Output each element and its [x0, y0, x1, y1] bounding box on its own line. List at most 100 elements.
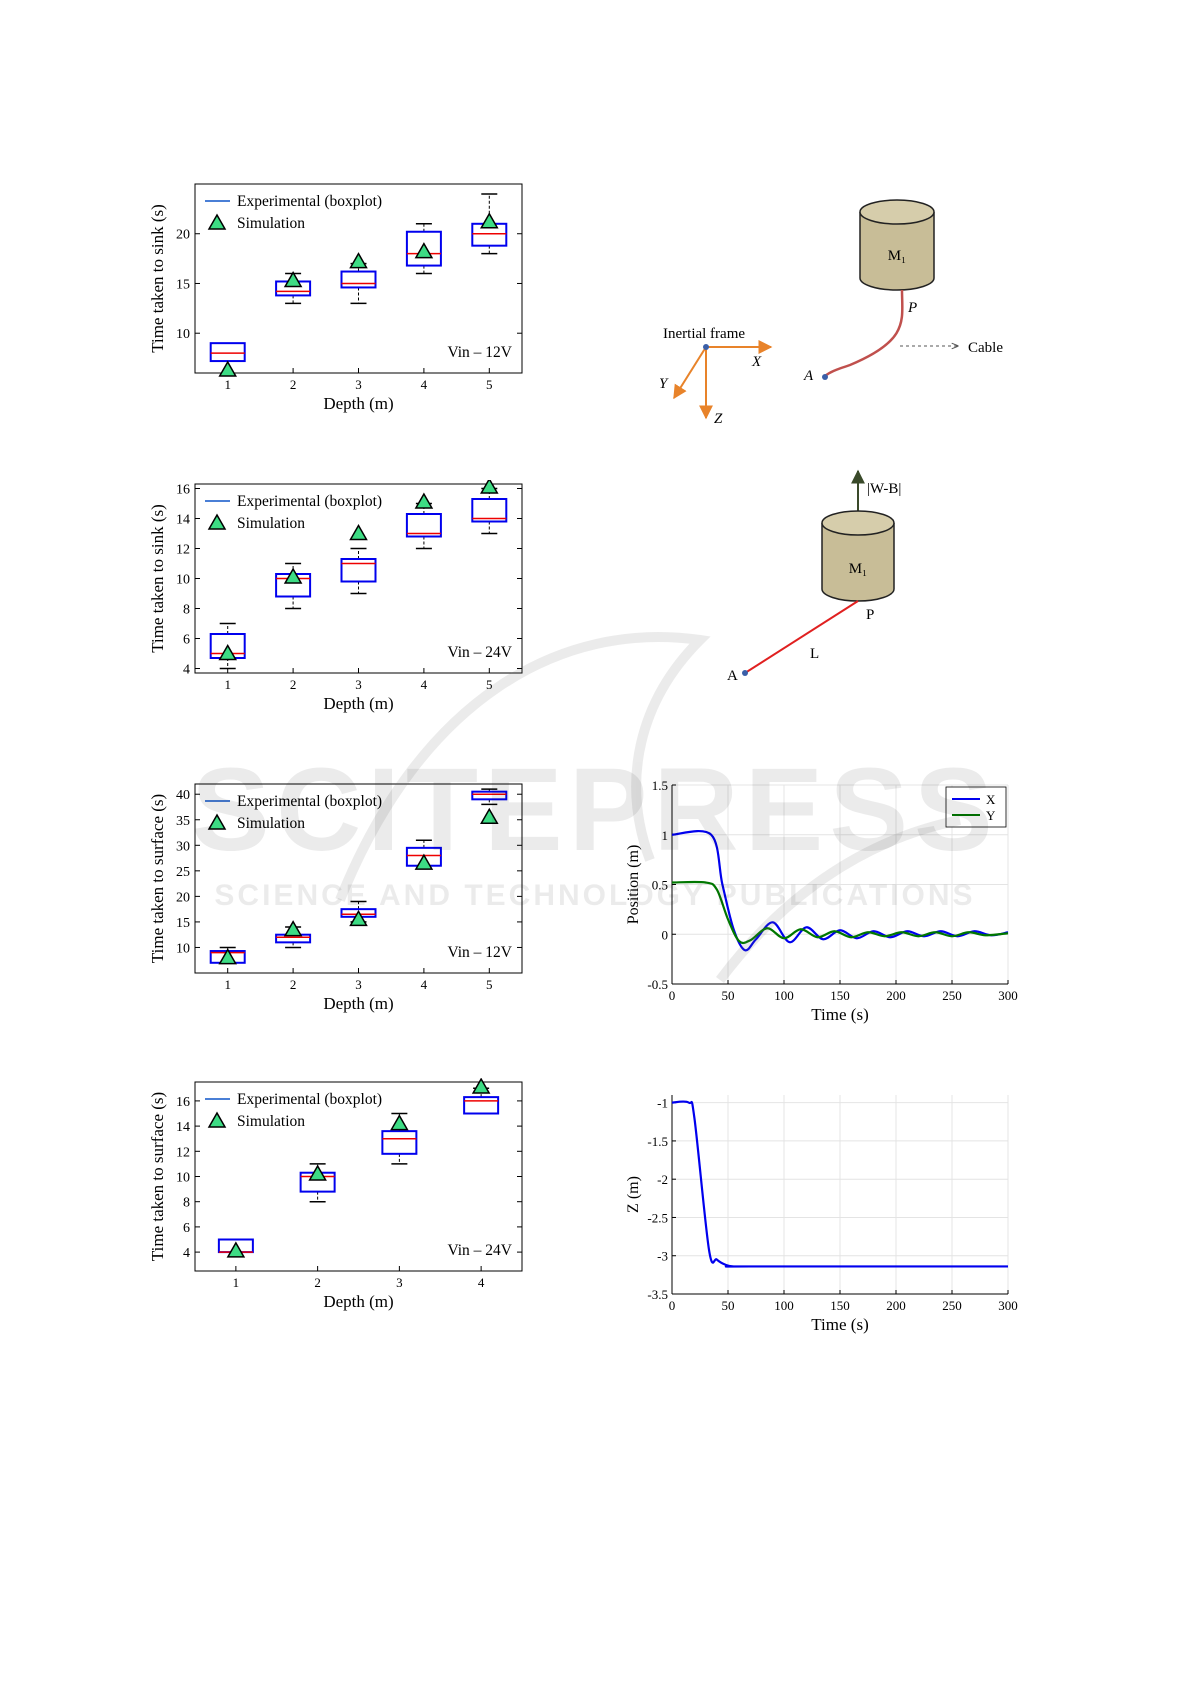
mass-label-1: M₁	[888, 248, 907, 264]
legend-label-experimental: Experimental (boxplot)	[237, 493, 382, 510]
simulation-marker	[283, 567, 303, 584]
y-tick-label: 4	[183, 1246, 190, 1261]
y-axis-label: Position (m)	[625, 845, 642, 925]
legend-label-simulation: Simulation	[237, 215, 305, 232]
y-tick-label: -2.5	[647, 1210, 668, 1225]
legend-marker-simulation	[207, 513, 227, 530]
x-tick-label: 1	[233, 1275, 240, 1290]
y-tick-label: 10	[176, 941, 190, 956]
frame-diagram-svg: M₁ P A Cable Inertial frame X Y Z	[659, 199, 1003, 427]
force-label: |W-B|	[867, 481, 901, 497]
x-tick-label: 5	[486, 977, 493, 992]
legend-label-simulation: Simulation	[237, 1113, 305, 1130]
y-tick-label: 0.5	[652, 878, 668, 893]
length-label: L	[810, 646, 819, 662]
box-4	[405, 502, 442, 550]
y-tick-label: 20	[176, 228, 190, 243]
box-body	[381, 1130, 418, 1155]
x-tick-label: 250	[942, 1298, 962, 1313]
simulation-marker	[218, 643, 237, 661]
x-axis-label: Depth (m)	[323, 394, 393, 413]
y-axis-label: Time taken to sink (s)	[150, 504, 167, 653]
axis-y-arrow	[673, 346, 707, 400]
box-1	[209, 342, 246, 363]
y-tick-label: -1	[657, 1096, 668, 1111]
x-tick-label: 250	[942, 988, 962, 1003]
x-tick-label: 150	[830, 988, 850, 1003]
simulation-marker	[414, 492, 434, 509]
simulation-marker	[283, 920, 303, 937]
x-tick-label: 5	[486, 377, 493, 392]
y-tick-label: -0.5	[647, 977, 668, 992]
legend-label-experimental: Experimental (boxplot)	[237, 1091, 382, 1108]
mass-cylinder-2: M₁	[821, 510, 895, 602]
simulation-marker	[349, 909, 368, 927]
x-axis-label: Depth (m)	[323, 994, 393, 1013]
y-tick-label: 4	[183, 663, 190, 678]
simulation-marker	[349, 252, 368, 269]
y-tick-label: 14	[176, 1120, 190, 1135]
y-tick-label: 8	[183, 1196, 190, 1211]
x-tick-label: 0	[669, 988, 676, 1003]
box-5	[471, 788, 508, 806]
box-3	[381, 1112, 418, 1165]
x-tick-label: 2	[290, 377, 297, 392]
box-body	[405, 230, 442, 267]
y-tick-label: 1	[662, 828, 669, 843]
x-tick-label: 4	[421, 677, 428, 692]
x-tick-label: 300	[998, 1298, 1018, 1313]
box-body	[209, 342, 246, 363]
box-body	[463, 1096, 500, 1115]
x-axis-label: Depth (m)	[323, 694, 393, 713]
legend-marker-simulation	[207, 1111, 227, 1128]
mass-cylinder-1: M₁	[859, 199, 935, 291]
y-axis-label: Time taken to sink (s)	[150, 204, 167, 353]
box-body	[405, 513, 442, 538]
simulation-marker	[218, 948, 237, 965]
y-tick-label: 15	[176, 277, 190, 292]
x-axis-label: Depth (m)	[323, 1292, 393, 1311]
legend-marker-simulation	[207, 213, 227, 230]
simulation-marker	[218, 360, 237, 377]
x-tick-label: 200	[886, 1298, 906, 1313]
y-tick-label: 6	[183, 1221, 190, 1236]
y-tick-label: 1.5	[652, 778, 668, 793]
simulation-marker	[349, 523, 368, 541]
point-a-label-2: A	[727, 668, 738, 684]
y-tick-label: 25	[176, 865, 190, 880]
x-tick-label: 2	[290, 677, 297, 692]
simulation-marker	[283, 270, 303, 288]
x-tick-label: 300	[998, 988, 1018, 1003]
series-line-y	[671, 880, 1009, 945]
frame-origin	[703, 344, 709, 350]
anchor-point-a	[822, 374, 828, 380]
box-body	[471, 498, 508, 523]
x-tick-label: 100	[774, 1298, 794, 1313]
box-3	[340, 547, 377, 595]
y-tick-label: 20	[176, 890, 190, 905]
simulation-marker	[480, 477, 499, 494]
y-tick-label: 6	[183, 633, 190, 648]
x-tick-label: 5	[486, 677, 493, 692]
inertial-frame-label: Inertial frame	[663, 326, 745, 342]
y-tick-label: 8	[183, 603, 190, 618]
y-tick-label: 12	[176, 1145, 190, 1160]
box-body	[340, 558, 377, 583]
x-tick-label: 150	[830, 1298, 850, 1313]
x-tick-label: 50	[722, 1298, 735, 1313]
x-tick-label: 3	[396, 1275, 403, 1290]
x-tick-label: 2	[290, 977, 297, 992]
point-p-label-1: P	[907, 300, 917, 316]
box-5	[471, 487, 508, 535]
legend-label-experimental: Experimental (boxplot)	[237, 193, 382, 210]
simulation-marker	[471, 1077, 491, 1094]
x-tick-label: 4	[421, 377, 428, 392]
x-tick-label: 3	[355, 677, 362, 692]
voltage-annotation: Vin – 24V	[447, 1242, 512, 1259]
mass-label-2: M₁	[849, 561, 868, 577]
y-tick-label: 12	[176, 543, 190, 558]
